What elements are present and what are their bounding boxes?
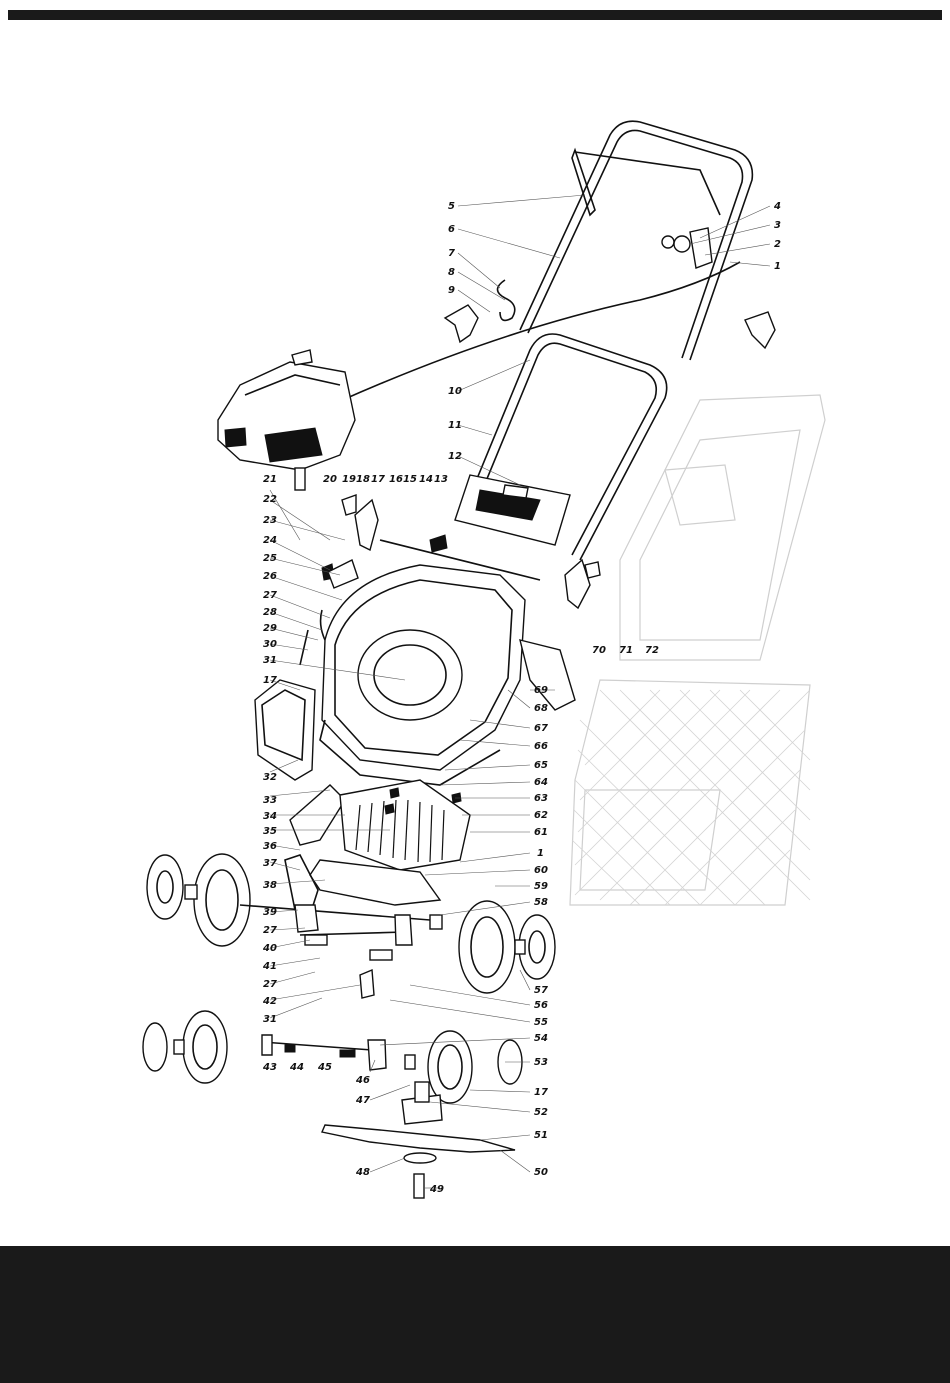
label-27-c: 27: [263, 979, 277, 990]
label-54: 54: [534, 1033, 548, 1044]
label-62: 62: [534, 810, 548, 821]
label-64: 64: [534, 777, 548, 788]
label-15: 15: [403, 474, 417, 485]
label-56: 56: [534, 1000, 548, 1011]
label-41: 41: [262, 961, 277, 972]
label-31-b: 31: [263, 1014, 277, 1025]
label-69: 69: [534, 685, 548, 696]
label-68: 68: [534, 703, 548, 714]
label-47: 47: [355, 1095, 370, 1106]
label-13: 13: [434, 474, 448, 485]
label-49: 49: [429, 1184, 444, 1195]
label-16: 16: [389, 474, 403, 485]
throttle-cable: [338, 262, 740, 402]
wheels-rear-left: [147, 854, 250, 946]
label-38: 38: [263, 880, 277, 891]
label-30: 30: [263, 639, 277, 650]
label-32: 32: [263, 772, 277, 783]
label-48: 48: [355, 1167, 370, 1178]
label-26: 26: [263, 571, 277, 582]
label-36: 36: [263, 841, 277, 852]
label-52: 52: [534, 1107, 548, 1118]
label-44: 44: [289, 1062, 304, 1073]
label-25: 25: [263, 553, 277, 564]
label-60: 60: [534, 865, 548, 876]
exploded-parts-diagram: 5 6 7 8 9 4 3 2 1 10 11 12 21 20 19 18 1…: [0, 0, 950, 1246]
label-33: 33: [263, 795, 277, 806]
label-40: 40: [262, 943, 277, 954]
label-20: 20: [323, 474, 337, 485]
rear-flap-assembly: [290, 780, 470, 870]
label-23: 23: [263, 515, 277, 526]
label-12: 12: [448, 451, 462, 462]
wheels-front-left: [143, 1011, 227, 1083]
knob-left: [445, 305, 478, 342]
label-57: 57: [534, 985, 548, 996]
label-37: 37: [263, 858, 277, 869]
label-63: 63: [534, 793, 548, 804]
lower-handle: [455, 334, 667, 560]
label-51: 51: [534, 1130, 548, 1141]
label-27-a: 27: [263, 590, 277, 601]
label-70: 70: [592, 645, 606, 656]
blade-assembly: [322, 1082, 515, 1198]
label-55: 55: [534, 1017, 548, 1028]
label-61: 61: [534, 827, 548, 838]
label-14: 14: [419, 474, 433, 485]
label-59: 59: [534, 881, 548, 892]
label-50: 50: [534, 1167, 548, 1178]
label-19: 19: [342, 474, 356, 485]
label-71: 71: [619, 645, 633, 656]
label-29: 29: [263, 623, 277, 634]
label-7: 7: [448, 248, 455, 259]
label-43: 43: [262, 1062, 277, 1073]
wheels-rear-right: [430, 901, 555, 993]
label-66: 66: [534, 741, 548, 752]
label-22: 22: [263, 494, 277, 505]
label-58: 58: [534, 897, 548, 908]
label-46: 46: [355, 1075, 370, 1086]
knob-right: [745, 312, 775, 348]
label-18: 18: [356, 474, 370, 485]
label-9: 9: [448, 285, 455, 296]
label-21: 21: [263, 474, 277, 485]
label-11: 11: [448, 420, 462, 431]
label-10: 10: [448, 386, 462, 397]
label-39: 39: [263, 907, 277, 918]
engine: [218, 350, 355, 490]
label-2: 2: [774, 239, 781, 250]
label-6: 6: [448, 224, 455, 235]
label-65: 65: [534, 760, 548, 771]
upper-handle: [498, 121, 753, 360]
label-35: 35: [263, 826, 277, 837]
label-28: 28: [263, 607, 277, 618]
label-1: 1: [774, 261, 781, 272]
label-17-left: 17: [263, 675, 277, 686]
label-4: 4: [773, 201, 781, 212]
label-34: 34: [263, 811, 277, 822]
label-17-lower: 17: [534, 1087, 548, 1098]
label-8: 8: [448, 267, 455, 278]
label-45: 45: [317, 1062, 332, 1073]
label-3: 3: [774, 220, 781, 231]
label-24: 24: [263, 535, 277, 546]
grass-catcher-ghost: [570, 395, 825, 905]
mower-deck: [320, 565, 575, 785]
label-42: 42: [262, 996, 277, 1007]
label-31-a: 31: [263, 655, 277, 666]
bottom-black-band: [0, 1246, 950, 1383]
label-1-lower: 1: [537, 848, 544, 859]
label-67: 67: [534, 723, 548, 734]
label-5: 5: [448, 201, 455, 212]
label-17-top: 17: [371, 474, 385, 485]
label-27-b: 27: [263, 925, 277, 936]
label-53: 53: [534, 1057, 548, 1068]
label-72: 72: [645, 645, 659, 656]
